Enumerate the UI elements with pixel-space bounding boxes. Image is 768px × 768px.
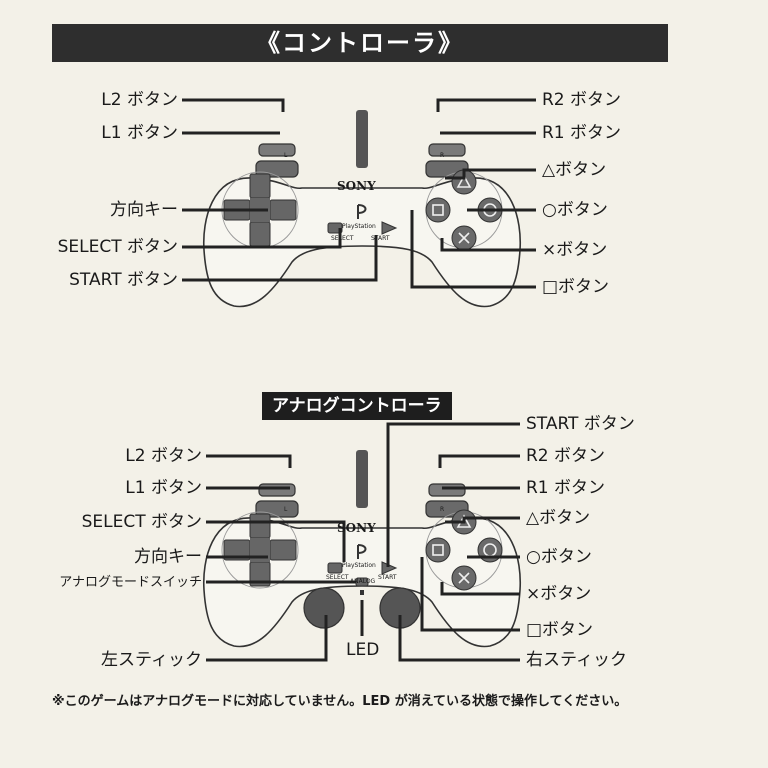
ps-label: PlayStation bbox=[342, 562, 376, 569]
analog-mode-note: ※このゲームはアナログモードに対応していません。LED が消えている状態で操作し… bbox=[52, 694, 628, 709]
triangle-button-label: △ボタン bbox=[542, 160, 607, 180]
r2-button-label: R2 ボタン bbox=[526, 446, 606, 466]
l2-button-label: L2 ボタン bbox=[125, 446, 202, 466]
select-button-label: SELECT ボタン bbox=[81, 512, 202, 532]
r1-button-label: R1 ボタン bbox=[542, 123, 622, 143]
select-label: SELECT bbox=[326, 574, 349, 581]
select-label: SELECT bbox=[331, 235, 354, 242]
analog-mode-switch-label: アナログモードスイッチ bbox=[59, 575, 202, 590]
dpad-label: 方向キー bbox=[134, 547, 202, 567]
square-button-label: □ボタン bbox=[526, 620, 594, 640]
r2-button-label: R2 ボタン bbox=[542, 90, 622, 110]
ps-label: PlayStation bbox=[342, 223, 376, 230]
circle-button-label: ○ボタン bbox=[542, 200, 608, 220]
dpad-label: 方向キー bbox=[110, 200, 178, 220]
start-label: START bbox=[371, 235, 390, 242]
analog-label: ANALOG bbox=[350, 578, 376, 585]
l1-button-label: L1 ボタン bbox=[125, 478, 202, 498]
start-button-label: START ボタン bbox=[69, 270, 178, 290]
led-label: LED bbox=[346, 640, 380, 660]
start-button-label: START ボタン bbox=[526, 414, 635, 434]
triangle-button-label: △ボタン bbox=[526, 508, 591, 528]
brand-label: SONY bbox=[337, 521, 376, 535]
left-stick-label: 左スティック bbox=[101, 650, 202, 670]
r-label: R bbox=[440, 506, 445, 513]
analog-controller-heading: アナログコントローラ bbox=[262, 392, 452, 420]
brand-label: SONY bbox=[337, 179, 376, 193]
cross-button-label: ×ボタン bbox=[526, 584, 592, 604]
l2-button-label: L2 ボタン bbox=[101, 90, 178, 110]
start-label: START bbox=[378, 574, 397, 581]
circle-button-label: ○ボタン bbox=[526, 547, 592, 567]
page-title: 《コントローラ》 bbox=[52, 24, 668, 62]
select-button-label: SELECT ボタン bbox=[57, 237, 178, 257]
r-label: R bbox=[440, 152, 445, 159]
square-button-label: □ボタン bbox=[542, 277, 610, 297]
cross-button-label: ×ボタン bbox=[542, 240, 608, 260]
right-stick-label: 右スティック bbox=[526, 650, 627, 670]
l-label: L bbox=[284, 506, 288, 513]
l1-button-label: L1 ボタン bbox=[101, 123, 178, 143]
l-label: L bbox=[284, 152, 288, 159]
r1-button-label: R1 ボタン bbox=[526, 478, 606, 498]
